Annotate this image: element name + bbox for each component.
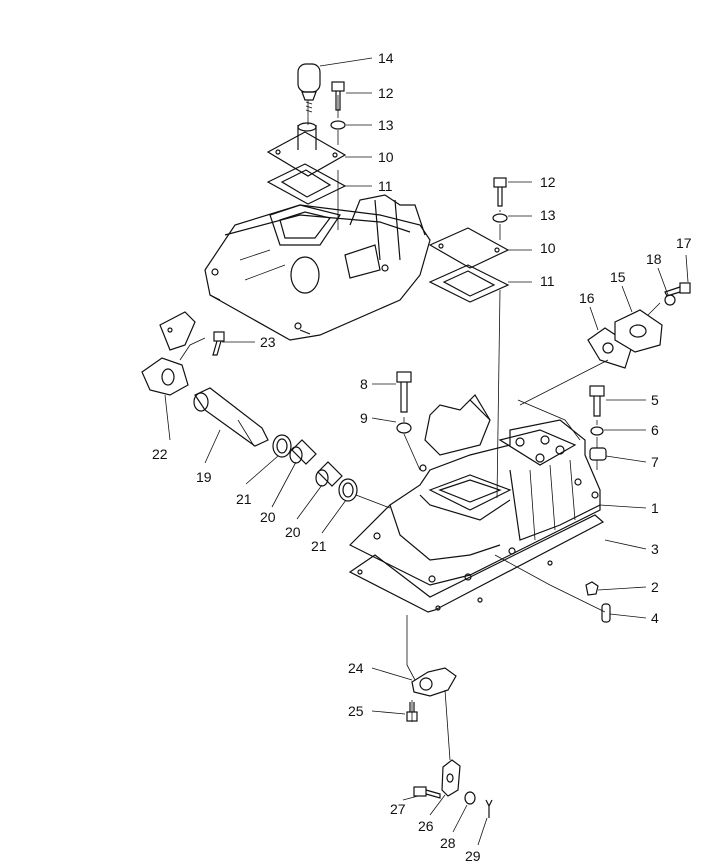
callout-19: 19 [196, 469, 212, 485]
part-10-cover-right [428, 227, 510, 269]
callout-11: 11 [378, 178, 393, 194]
part-8-bolt [396, 371, 412, 413]
callout-2: 2 [651, 579, 659, 595]
part-24-lever [411, 667, 457, 697]
callout-11: 11 [540, 273, 555, 289]
callout-12: 12 [540, 174, 556, 190]
part-13-washer-right [492, 213, 508, 223]
callout-10: 10 [378, 149, 394, 165]
part-10-cover-upper [266, 122, 347, 177]
part-2-plug [585, 581, 599, 596]
part-19-shaft [193, 387, 269, 447]
callout-27: 27 [390, 801, 406, 817]
callout-9: 9 [360, 410, 368, 426]
callout-24: 24 [348, 660, 364, 676]
part-15-flange [614, 309, 663, 353]
callout-29: 29 [465, 848, 481, 864]
callout-15: 15 [610, 269, 626, 285]
callout-25: 25 [348, 703, 364, 719]
part-16-gasket [587, 327, 633, 369]
callout-6: 6 [651, 422, 659, 438]
part-17-bolt [664, 282, 691, 297]
part-21-ring-right [338, 478, 358, 502]
part-27-bolt [413, 786, 441, 799]
part-9-washer [396, 422, 412, 434]
callout-1: 1 [651, 500, 659, 516]
part-21-ring-left [272, 434, 292, 458]
callout-13: 13 [378, 117, 394, 133]
callout-labels: 14 12 13 10 11 12 13 10 11 17 18 15 16 2… [152, 50, 692, 864]
part-3-gasket [348, 514, 605, 613]
callout-28: 28 [440, 835, 456, 851]
part-13-washer-upper [330, 120, 346, 130]
callout-20: 20 [285, 524, 301, 540]
upper-housing [204, 194, 431, 341]
part-29-pin [485, 799, 493, 818]
part-5-bolt [589, 385, 605, 417]
callout-20: 20 [260, 509, 276, 525]
part-6-washer [590, 426, 604, 436]
guide-lines [179, 95, 661, 761]
callout-17: 17 [676, 235, 692, 251]
part-23-bolt [212, 331, 225, 356]
part-20-bearing-right [315, 461, 343, 487]
callout-18: 18 [646, 251, 662, 267]
callout-26: 26 [418, 818, 434, 834]
part-22-lever [141, 311, 196, 396]
part-20-bearing-left [289, 439, 317, 465]
part-26-clamp [441, 759, 461, 797]
part-7-nut [589, 447, 607, 461]
callout-21: 21 [236, 491, 252, 507]
callout-10: 10 [540, 240, 556, 256]
callout-16: 16 [579, 290, 595, 306]
callout-leaders [164, 57, 689, 846]
callout-4: 4 [651, 610, 659, 626]
part-11-gasket-upper [266, 163, 347, 205]
part-28-washer [464, 791, 476, 805]
part-1-case [348, 394, 601, 586]
callout-3: 3 [651, 541, 659, 557]
callout-21: 21 [311, 538, 327, 554]
callout-12: 12 [378, 85, 394, 101]
callout-7: 7 [651, 454, 659, 470]
callout-13: 13 [540, 207, 556, 223]
callout-23: 23 [260, 334, 276, 350]
callout-5: 5 [651, 392, 659, 408]
part-18-washer [664, 294, 676, 306]
part-12-bolt-right [493, 177, 507, 207]
part-14-sender [297, 63, 321, 113]
part-4-pin [601, 603, 611, 623]
callout-14: 14 [378, 50, 394, 66]
callout-8: 8 [360, 376, 368, 392]
callout-22: 22 [152, 446, 168, 462]
part-11-gasket-right [428, 264, 510, 303]
